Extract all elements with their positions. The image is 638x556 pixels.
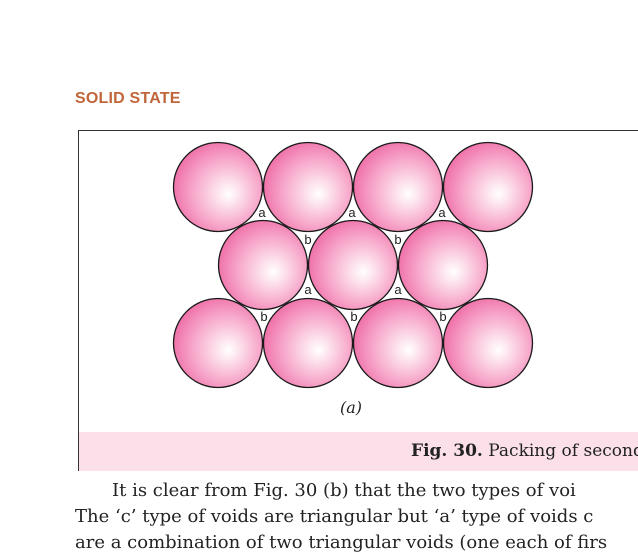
sphere [172,297,264,389]
section-header: SOLID STATE [75,90,181,107]
void-label-a: a [394,282,402,297]
void-label-b: b [394,232,401,247]
void-label-a: a [438,205,446,220]
sphere [307,219,399,311]
void-label-a: a [348,205,356,220]
sphere [397,219,489,311]
sphere [262,297,354,389]
sphere [172,141,264,233]
sphere [442,297,534,389]
sphere [217,219,309,311]
sphere [262,141,354,233]
void-label-b: b [260,309,267,324]
caption-text: Packing of second [482,441,638,461]
void-label-a: a [258,205,266,220]
caption-label: Fig. 30. [411,441,483,461]
packing-diagram: a b a b a a b a b b [172,141,534,389]
void-label-b: b [304,232,311,247]
body-paragraph: It is clear from Fig. 30 (b) that the tw… [75,478,638,556]
figure-sub-label: (a) [339,398,363,417]
sphere [442,141,534,233]
body-line: are a combination of two triangular void… [75,532,608,553]
void-label-b: b [350,309,357,324]
body-line: It is clear from Fig. 30 (b) that the tw… [112,480,576,501]
void-label-a: a [304,282,312,297]
sphere [352,297,444,389]
figure-box: a b a b a a b a b b (a) Fig. 30. Packing… [78,130,638,471]
caption-band: Fig. 30. Packing of second [79,432,638,471]
figure-caption: Fig. 30. Packing of second [411,441,638,461]
sphere [352,141,444,233]
void-label-b: b [439,309,446,324]
body-line: The ‘c’ type of voids are triangular but… [75,506,594,527]
